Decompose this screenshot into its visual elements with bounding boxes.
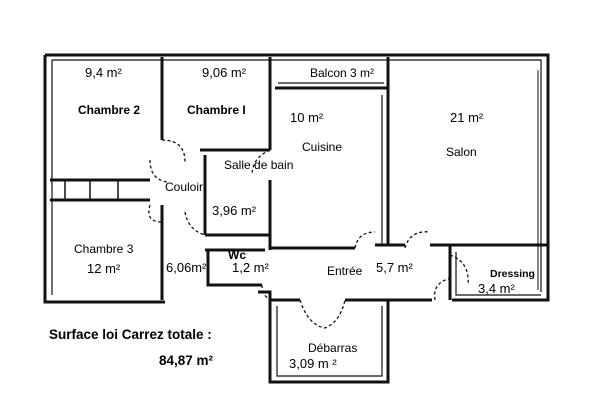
wc-name: Wc <box>228 248 246 262</box>
couloir-name: Couloir <box>165 180 204 194</box>
cuisine-name: Cuisine <box>302 140 343 154</box>
entree-area: 5,7 m² <box>376 260 413 275</box>
chambre3-area: 12 m² <box>87 261 121 276</box>
salon-area: 21 m² <box>450 110 484 125</box>
debarras-area: 3,09 m ² <box>289 356 337 371</box>
cuisine-area: 10 m² <box>290 110 324 125</box>
balcon-label: Balcon 3 m² <box>310 66 375 80</box>
surface-total-value: 84,87 m² <box>159 353 214 368</box>
sdb-name: Salle de bain <box>224 158 294 172</box>
outer-walls <box>43 53 550 384</box>
chambre1-area: 9,06 m² <box>202 65 247 80</box>
couloir-area: 6,06m² <box>166 260 207 275</box>
interior-walls <box>50 57 548 302</box>
dressing-area: 3,4 m² <box>478 281 515 296</box>
door-swings <box>148 139 469 329</box>
chambre2-name: Chambre 2 <box>78 103 141 117</box>
debarras-name: Débarras <box>308 341 358 355</box>
dressing-name: Dressing <box>490 268 535 280</box>
salon-name: Salon <box>446 145 477 159</box>
sdb-area: 3,96 m² <box>212 203 257 218</box>
chambre1-name: Chambre I <box>187 103 246 117</box>
wc-area: 1,2 m² <box>232 260 269 275</box>
chambre2-area: 9,4 m² <box>85 65 122 80</box>
chambre3-name: Chambre 3 <box>74 242 134 256</box>
entree-name: Entrée <box>327 264 363 278</box>
surface-total-label: Surface loi Carrez totale : <box>49 327 212 342</box>
